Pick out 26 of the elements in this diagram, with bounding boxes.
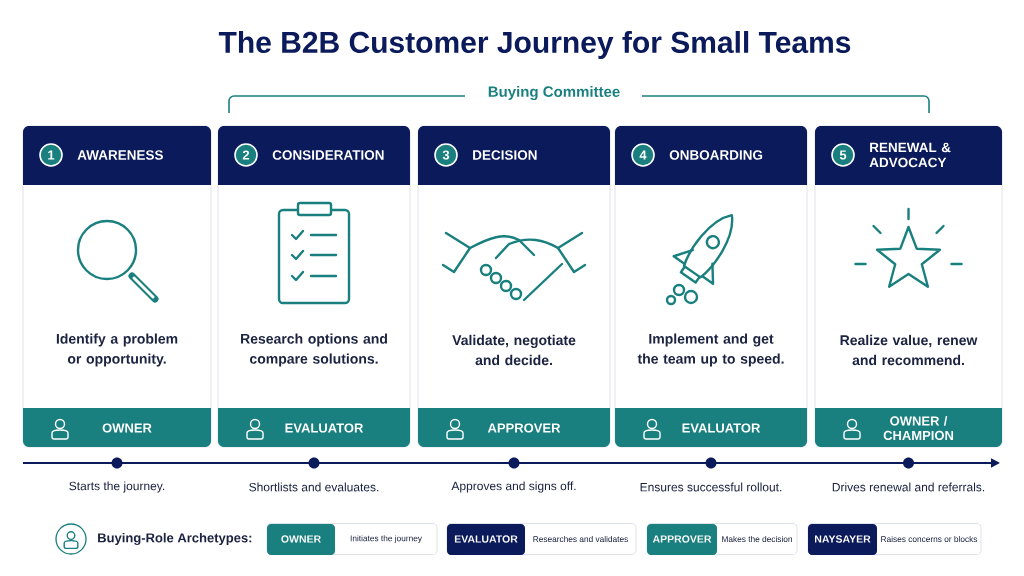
description: Realize value, renew and recommend. — [840, 334, 978, 366]
role-chip: NAYSAYER Raises concerns or blocks — [807, 523, 982, 555]
role-bar: APPROVER — [418, 408, 610, 447]
description: Identify a problem or opportunity. — [56, 333, 178, 367]
title: The B2B Customer Journey for Small Teams — [218, 31, 851, 59]
description: Research options and compare solutions. — [241, 333, 387, 367]
timeline-caption: Approves and signs off. — [451, 481, 576, 493]
timeline-caption: Drives renewal and referrals. — [832, 482, 985, 492]
role-chip: APPROVER Makes the decision — [646, 523, 798, 555]
step-badge: 5 — [831, 143, 855, 167]
role-bar: EVALUATOR — [218, 408, 410, 447]
step-badge: 3 — [434, 143, 458, 167]
step-badge: 4 — [631, 143, 655, 167]
role-bar: OWNER / CHAMPION — [815, 408, 1002, 447]
timeline-caption: Starts the journey. — [69, 481, 165, 493]
role-bar: EVALUATOR — [615, 408, 807, 447]
role-chip: EVALUATOR Researches and validates — [446, 523, 637, 555]
timeline-caption: Shortlists and evaluates. — [249, 482, 379, 492]
description: Validate, negotiate and decide. — [452, 334, 576, 366]
role-chip: OWNER Initiates the journey — [266, 523, 438, 555]
step-badge: 1 — [39, 143, 63, 167]
legend-heading: Buying-Role Archetypes: — [98, 532, 252, 546]
description: Implement and get the team up to speed. — [637, 333, 784, 367]
role-bar: OWNER — [23, 408, 211, 447]
step-badge: 2 — [234, 143, 258, 167]
timeline-caption: Ensures successful rollout. — [640, 482, 782, 492]
